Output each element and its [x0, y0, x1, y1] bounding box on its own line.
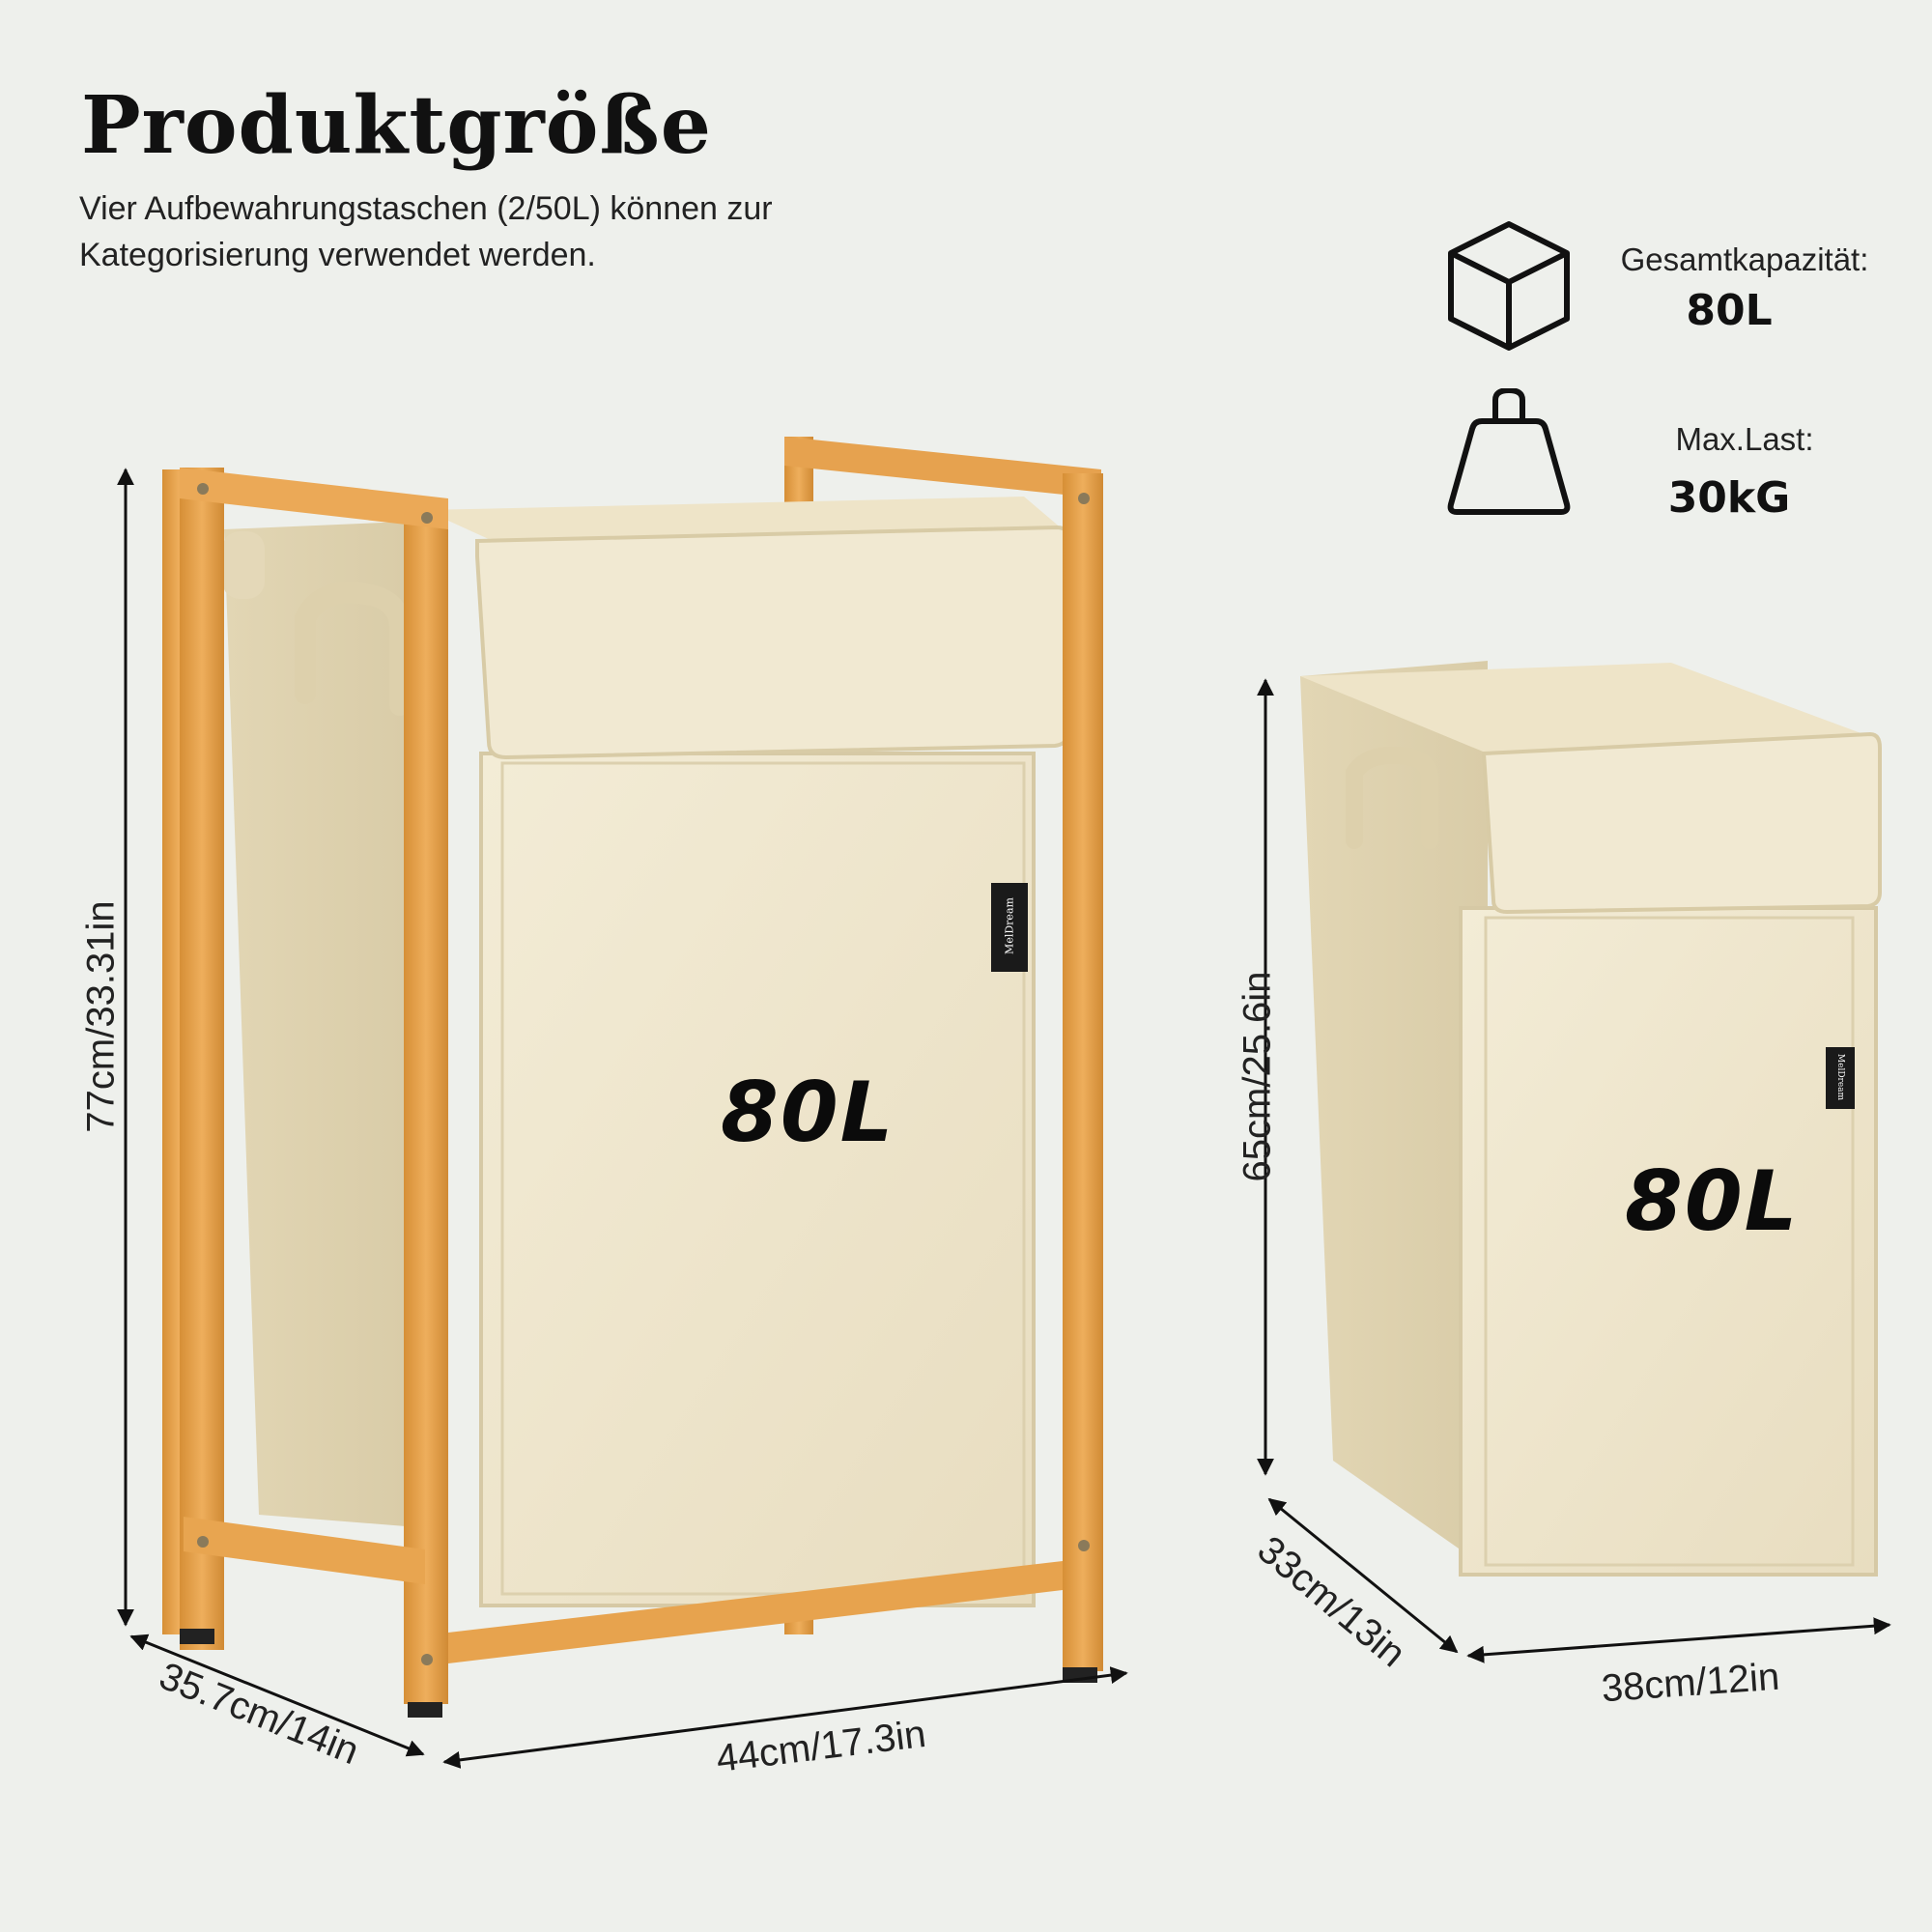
hamper-width-line — [442, 1666, 1128, 1769]
hamper-bag-pocket — [500, 761, 1026, 1596]
hamper-illustration — [162, 437, 1103, 1718]
top-rail-left — [180, 468, 448, 529]
bottom-rail-left — [184, 1517, 425, 1584]
hamper-brand-tag — [991, 883, 1028, 972]
side-bag-roll — [222, 531, 265, 599]
hamper-brand-tag-text: MelDream — [1003, 897, 1016, 954]
bag-brand-tag-text: MelDream — [1835, 1053, 1845, 1101]
bag-lid-flap — [1481, 731, 1882, 915]
front-post-middle — [404, 498, 448, 1704]
hamper-brand-tag-text-box: MelDream — [991, 883, 1028, 972]
bag-pocket — [1484, 916, 1855, 1567]
bottom-rail-front — [448, 1561, 1063, 1663]
front-post-right — [1063, 473, 1103, 1671]
foot — [408, 1702, 442, 1718]
bag-width-line — [1466, 1617, 1891, 1663]
bag-brand-tag — [1826, 1047, 1855, 1109]
hamper-bag-body — [479, 752, 1036, 1607]
bag-side — [1300, 661, 1488, 1569]
bag-depth-line — [1267, 1497, 1459, 1654]
bag-illustration — [1300, 661, 1882, 1577]
weight-icon — [1447, 388, 1571, 515]
bag-handle — [1346, 746, 1438, 849]
hamper-depth-line — [129, 1634, 425, 1757]
bag-capacity-label: 80L — [1625, 1153, 1800, 1250]
capacity-value: 80L — [1686, 286, 1773, 335]
hamper-capacity-label: 80L — [721, 1065, 895, 1161]
hamper-side-bag — [224, 522, 406, 1526]
bag-brand-tag-text-box: MelDream — [1826, 1047, 1855, 1109]
front-post-left — [180, 468, 224, 1650]
foot — [180, 1629, 214, 1644]
max-load-label: Max.Last: — [1675, 421, 1814, 457]
hamper-height-label: 77cm/33.31in — [79, 900, 123, 1133]
hamper-lid-flap — [475, 525, 1072, 760]
bag-body — [1459, 906, 1878, 1577]
bag-height-label: 65cm/25.6in — [1236, 971, 1279, 1182]
max-load-value: 30kG — [1667, 473, 1791, 523]
hamper-handle — [295, 582, 411, 716]
bag-lid-top — [1300, 663, 1874, 753]
page-title: Produktgröße — [81, 79, 712, 172]
top-rail-back — [784, 437, 1101, 498]
page-subtitle: Vier Aufbewahrungstaschen (2/50L) können… — [79, 190, 773, 273]
capacity-label: Gesamtkapazität: — [1620, 242, 1869, 277]
cube-icon — [1448, 221, 1570, 351]
